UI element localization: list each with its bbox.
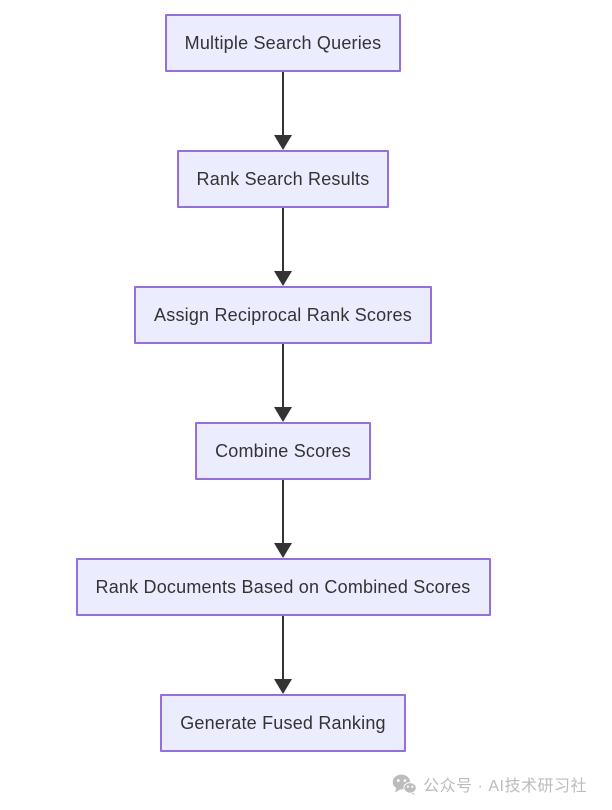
flow-node-label: Combine Scores xyxy=(215,440,351,461)
flow-arrow xyxy=(274,72,292,150)
flow-node-label: Multiple Search Queries xyxy=(184,32,382,53)
arrowhead-icon xyxy=(274,679,292,694)
wechat-icon xyxy=(392,774,417,795)
arrow-shaft xyxy=(281,616,285,679)
flow-node-label: Generate Fused Ranking xyxy=(180,712,386,733)
flow-node-n3: Assign Reciprocal Rank Scores xyxy=(134,286,432,344)
arrow-shaft xyxy=(281,344,285,407)
arrow-shaft xyxy=(281,480,285,543)
flow-node-n6: Generate Fused Ranking xyxy=(160,694,406,752)
arrowhead-icon xyxy=(274,271,292,286)
arrowhead-icon xyxy=(274,543,292,558)
flow-node-label: Rank Search Results xyxy=(196,168,370,189)
flow-node-label: Assign Reciprocal Rank Scores xyxy=(154,304,412,325)
flow-arrow xyxy=(274,480,292,558)
arrowhead-icon xyxy=(274,407,292,422)
watermark-text: 公众号 · AI技术研习社 xyxy=(423,778,587,795)
flow-arrow xyxy=(274,616,292,694)
flow-node-n2: Rank Search Results xyxy=(176,150,390,208)
flow-node-n4: Combine Scores xyxy=(195,422,371,480)
flow-arrow xyxy=(274,208,292,286)
flow-arrow xyxy=(274,344,292,422)
watermark: 公众号 · AI技术研习社 xyxy=(392,772,587,796)
flow-node-n1: Multiple Search Queries xyxy=(164,14,402,72)
flow-node-label: Rank Documents Based on Combined Scores xyxy=(95,576,471,597)
flow-node-n5: Rank Documents Based on Combined Scores xyxy=(75,558,491,616)
arrow-shaft xyxy=(281,72,285,135)
arrow-shaft xyxy=(281,208,285,271)
arrowhead-icon xyxy=(274,135,292,150)
